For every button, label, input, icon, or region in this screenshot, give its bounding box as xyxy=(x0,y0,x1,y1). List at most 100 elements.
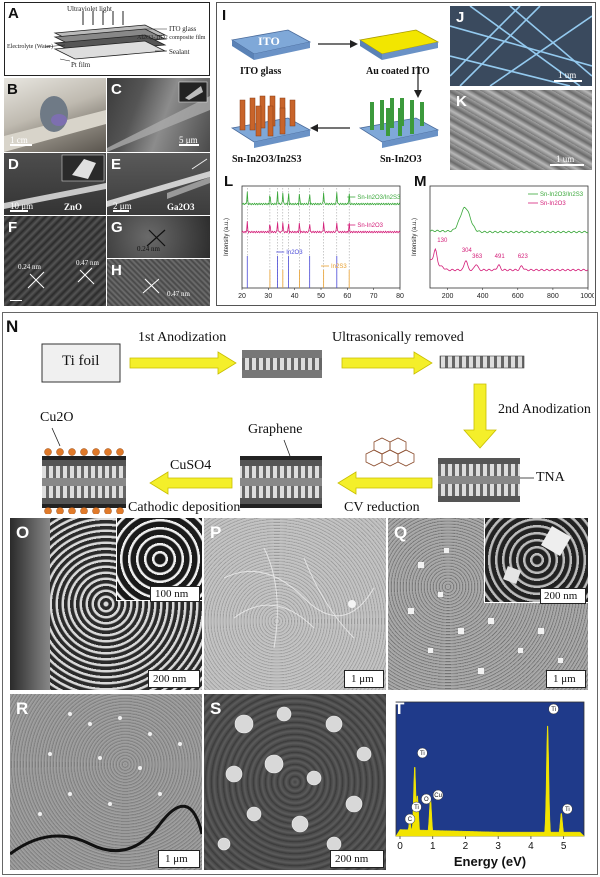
plot-frame xyxy=(241,185,401,289)
tna-label: TNA xyxy=(536,470,565,485)
scalebox-r: 1 μm xyxy=(158,850,200,868)
x-tick-label: 2 xyxy=(463,841,469,852)
scalebox-o-inset: 100 nm xyxy=(150,586,200,602)
plot-frame xyxy=(429,185,589,289)
x-tick-label: 400 xyxy=(477,293,489,300)
series-line-0 xyxy=(241,191,401,207)
x-tick-label: 20 xyxy=(238,293,246,300)
x-tick-label: 5 xyxy=(561,841,567,852)
panel-f-image: F 0.24 nm 0.47 nm xyxy=(4,216,106,306)
legend-label: Sn-In2O3 xyxy=(357,223,383,229)
x-tick-label: 600 xyxy=(512,293,524,300)
panel-d-image: D ZnO 10 μm xyxy=(4,153,106,215)
scalebar-c xyxy=(179,144,199,146)
peak-label: Ti xyxy=(565,807,570,813)
label-p: P xyxy=(210,523,222,542)
cv-label: CV reduction xyxy=(344,500,420,515)
peak-marker xyxy=(421,793,432,805)
panel-b-image: B 1 cm xyxy=(4,78,106,152)
peak-marker xyxy=(411,801,422,813)
y-axis-label: Intensity (a.u.) xyxy=(224,218,230,256)
x-tick-label: 0 xyxy=(397,841,403,852)
peak-marker xyxy=(404,813,416,825)
scale-k: 1 um xyxy=(556,154,575,164)
eds-spectrum xyxy=(395,725,585,837)
label-a: A xyxy=(8,5,19,22)
series-line-1 xyxy=(429,247,589,272)
panel-s-image: S 200 nm xyxy=(204,694,386,870)
label-h: H xyxy=(111,262,122,279)
synthesis-schematic xyxy=(230,29,440,148)
step3-label: Sn-In2O3 xyxy=(380,154,422,165)
peak-marker xyxy=(432,789,444,801)
label-j: J xyxy=(456,9,465,26)
scale-r: 1 μm xyxy=(165,853,188,865)
scalebox-s: 200 nm xyxy=(330,850,384,868)
panel-o-image: O 100 nm 200 nm xyxy=(10,518,202,690)
scalebar-b xyxy=(10,144,32,146)
label-l: L xyxy=(224,173,234,190)
panel-j-image: J 1 um xyxy=(450,6,592,86)
peak-marker xyxy=(548,703,559,715)
lattice-f1: 0.24 nm xyxy=(18,263,41,271)
peak-label: 130 xyxy=(437,238,448,244)
scalebar-k xyxy=(550,164,584,166)
sealant-label: Sealant xyxy=(169,48,190,56)
label-o: O xyxy=(16,523,30,542)
label-k: K xyxy=(456,93,467,110)
x-tick-label: 3 xyxy=(495,841,501,852)
label-r: R xyxy=(16,699,29,718)
peak-label: 623 xyxy=(518,254,529,260)
peak-marker xyxy=(417,747,428,759)
x-tick-label: 1 xyxy=(430,841,436,852)
peak-label: O xyxy=(424,797,429,803)
label-s: S xyxy=(210,699,222,718)
scalebox-q-inset: 200 nm xyxy=(540,588,586,604)
scale-j: 1 um xyxy=(558,70,577,80)
scale-d: 10 μm xyxy=(10,201,34,211)
label-f: F xyxy=(8,219,18,236)
scalebox-q: 1 μm xyxy=(546,670,586,688)
peak-label: Ti xyxy=(414,805,419,811)
device-schematic xyxy=(44,11,167,62)
label-b: B xyxy=(7,81,18,98)
scalebar-e xyxy=(113,210,129,212)
panel-p-image: P 1 μm xyxy=(204,518,386,690)
ultra-label: Ultrasonically removed xyxy=(332,330,464,345)
legend-label: Sn-In2O3 xyxy=(540,201,566,207)
x-tick-label: 30 xyxy=(264,293,272,300)
step2-label: Au coated ITO xyxy=(366,66,430,77)
peak-label: C xyxy=(408,817,413,823)
panel-k-image: K 1 um xyxy=(450,90,592,170)
label-c: C xyxy=(111,81,122,98)
peak-label: 363 xyxy=(472,254,483,260)
peak-label: Cu xyxy=(434,793,442,799)
panel-g-image: G 0.24 nm xyxy=(107,216,210,258)
scale-b: 1 cm xyxy=(10,135,28,145)
x-tick-label: 1000 xyxy=(580,293,594,300)
x-tick-label: 50 xyxy=(317,293,325,300)
scalebox-o: 200 nm xyxy=(148,670,200,688)
label-d: D xyxy=(8,156,19,173)
scale-s: 200 nm xyxy=(335,853,369,865)
series-line-0 xyxy=(429,206,589,234)
panel-i: I xyxy=(218,4,440,170)
label-n: N xyxy=(6,317,19,336)
panel-a: A Ultraviolet light ITO glass Al2O3-TiO2… xyxy=(4,2,210,76)
panel-q-image: Q 200 nm 1 μm xyxy=(388,518,588,690)
scalebar-j xyxy=(554,80,582,82)
peak-label: 304 xyxy=(462,248,473,254)
lattice-f2: 0.47 nm xyxy=(76,259,99,267)
scalebox-p: 1 μm xyxy=(344,670,384,688)
cuso4-label: CuSO4 xyxy=(170,458,212,473)
cu2o-label: Cu2O xyxy=(40,410,74,425)
peak-label: 491 xyxy=(495,254,506,260)
panel-c-image: C 5 μm xyxy=(107,78,210,152)
graphene-label: Graphene xyxy=(248,422,303,437)
x-tick-label: 200 xyxy=(442,293,454,300)
